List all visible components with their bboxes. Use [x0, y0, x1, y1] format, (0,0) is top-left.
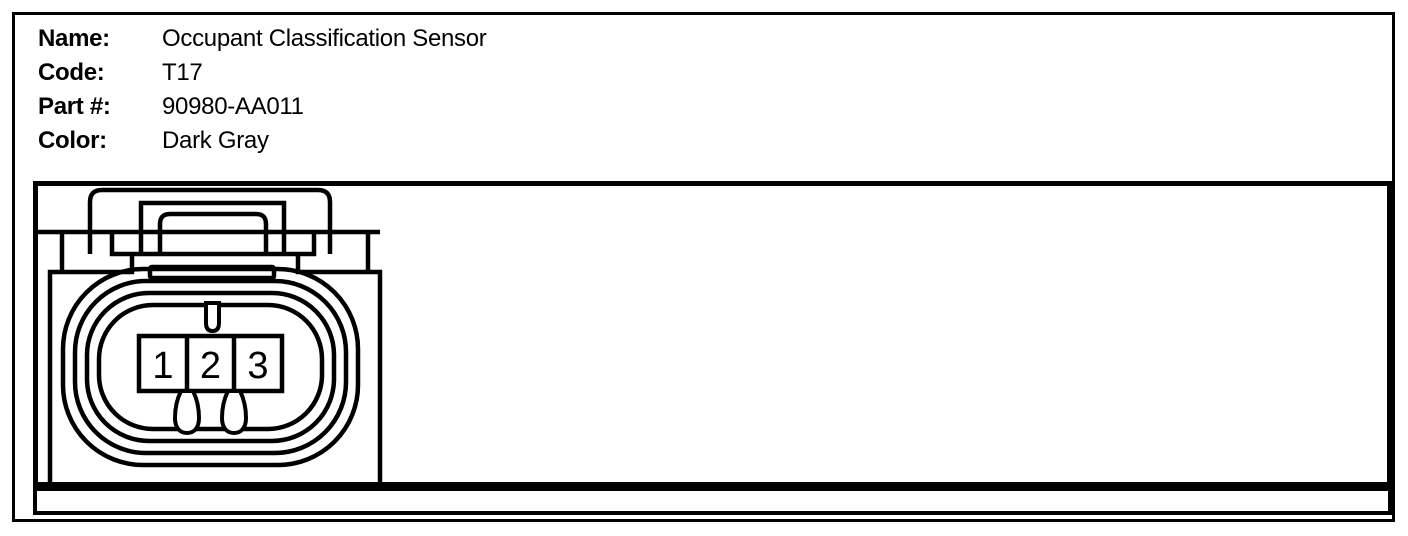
right-shoulder — [295, 252, 383, 484]
connector-diagram-panel — [33, 181, 1392, 487]
lock-tab — [157, 211, 269, 254]
notes-strip — [33, 487, 1392, 515]
seal-ring-outer — [60, 266, 361, 468]
field-value-color: Dark Gray — [162, 127, 269, 154]
header-block: Name: Occupant Classification Sensor Cod… — [38, 22, 738, 158]
keying-tab-left — [172, 389, 202, 436]
field-label-color: Color: — [38, 127, 107, 154]
outer-frame — [12, 12, 1395, 522]
pin-number-1: 1 — [152, 345, 173, 387]
seal-ring-2 — [72, 278, 349, 456]
collar-bar — [109, 232, 317, 257]
field-value-code: T17 — [162, 59, 203, 86]
field-value-name: Occupant Classification Sensor — [162, 25, 487, 52]
lock-tower-inner-rect — [138, 200, 287, 254]
field-value-part-number: 90980-AA011 — [162, 93, 304, 120]
pin-number-3: 3 — [247, 345, 268, 387]
header-field-code: Code: T17 — [38, 56, 738, 90]
pin-block-outline — [136, 333, 285, 394]
keying-tab-right — [219, 389, 249, 436]
header-field-name: Name: Occupant Classification Sensor — [38, 22, 738, 56]
header-field-color: Color: Dark Gray — [38, 124, 738, 158]
seal-ring-3 — [84, 290, 337, 444]
key-notch — [204, 301, 221, 334]
left-shoulder — [47, 252, 135, 484]
field-label-part-number: Part #: — [38, 93, 111, 120]
pin-number-2: 2 — [200, 345, 221, 387]
field-label-code: Code: — [38, 59, 105, 86]
lock-tower — [87, 187, 333, 254]
header-field-part-number: Part #: 90980-AA011 — [38, 90, 738, 124]
pin-block: 1 2 3 — [136, 333, 285, 394]
seal-rings — [60, 266, 361, 468]
field-label-name: Name: — [38, 25, 110, 52]
